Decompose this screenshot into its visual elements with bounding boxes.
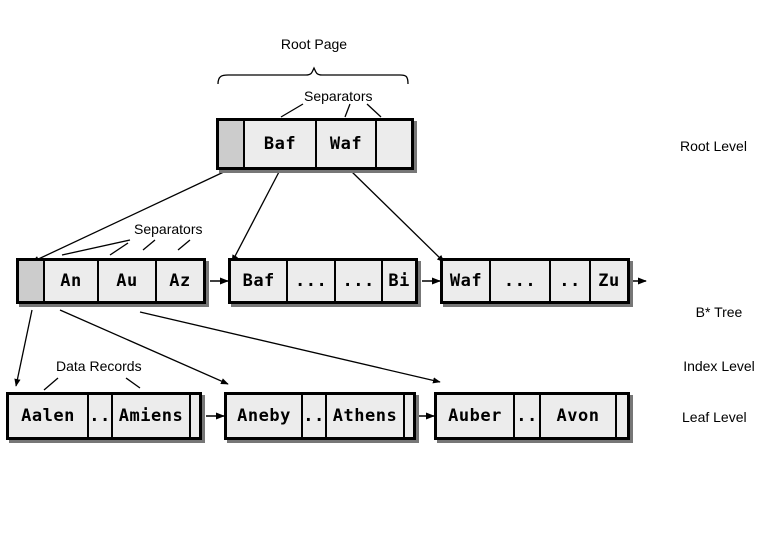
level-label-root: Root Level [680,138,747,154]
leaf-aalen-cell-3[interactable]: Amiens [113,395,191,437]
level-label-index-line2: Index Level [683,357,755,374]
leaf-aneby-cell-2[interactable]: .. [303,395,327,437]
leaf-node-aalen[interactable]: Aalen .. Amiens [6,392,202,440]
index-w-cell-key-1[interactable]: Waf [443,261,491,301]
index-to-leaf-links [14,309,441,387]
index-b-cell-key-3[interactable]: ... [335,261,384,301]
leaf-auber-cell-thin[interactable] [617,395,625,437]
index-w-cell-key-2[interactable]: ... [491,261,551,301]
root-page-title: Root Page [280,36,348,52]
index-b-cell-key-2[interactable]: ... [288,261,336,301]
index-b-cell-key-4[interactable]: Bi [383,261,415,301]
index-w-cell-key-4[interactable]: Zu [591,261,627,301]
leaf-auber-cell-2[interactable]: .. [515,395,541,437]
root-to-index-links [31,169,445,263]
index-separator-leaders [61,239,191,256]
index-node-a[interactable]: An Au Az [16,258,206,304]
index-separators-label: Separators [134,221,203,237]
leaf-aalen-cell-thin[interactable] [191,395,199,437]
leaf-aneby-cell-1[interactable]: Aneby [227,395,303,437]
level-label-index: B* Tree Index Level [660,268,778,411]
index-node-w[interactable]: Waf ... .. Zu [440,258,630,304]
root-separator-leaders [280,103,382,118]
root-cell-pointer[interactable] [219,121,245,167]
root-cell-key-2[interactable]: Waf [317,121,377,167]
root-page[interactable]: Baf Waf [216,118,414,170]
root-separators-label: Separators [304,88,373,104]
index-node-b[interactable]: Baf ... ... Bi [228,258,418,304]
index-a-cell-key-2[interactable]: Au [99,261,157,301]
leaf-node-auber[interactable]: Auber .. Avon [434,392,630,440]
index-w-cell-key-3[interactable]: .. [551,261,591,301]
leaf-auber-cell-1[interactable]: Auber [437,395,515,437]
root-cell-empty[interactable] [377,121,411,167]
leaf-aalen-cell-2[interactable]: .. [89,395,113,437]
leaf-aneby-cell-thin[interactable] [405,395,413,437]
root-page-brace [217,66,409,85]
index-b-cell-key-1[interactable]: Baf [231,261,289,301]
data-records-label: Data Records [56,358,142,374]
level-label-index-line1: B* Tree [695,303,743,320]
root-cell-key-1[interactable]: Baf [245,121,317,167]
leaf-aneby-cell-3[interactable]: Athens [327,395,405,437]
index-a-cell-pointer[interactable] [19,261,45,301]
leaf-aalen-cell-1[interactable]: Aalen [9,395,89,437]
index-a-cell-key-1[interactable]: An [45,261,99,301]
data-records-leaders [43,377,141,391]
leaf-node-aneby[interactable]: Aneby .. Athens [224,392,416,440]
leaf-auber-cell-3[interactable]: Avon [541,395,617,437]
index-a-cell-key-3[interactable]: Az [157,261,203,301]
level-label-leaf: Leaf Level [682,409,747,425]
